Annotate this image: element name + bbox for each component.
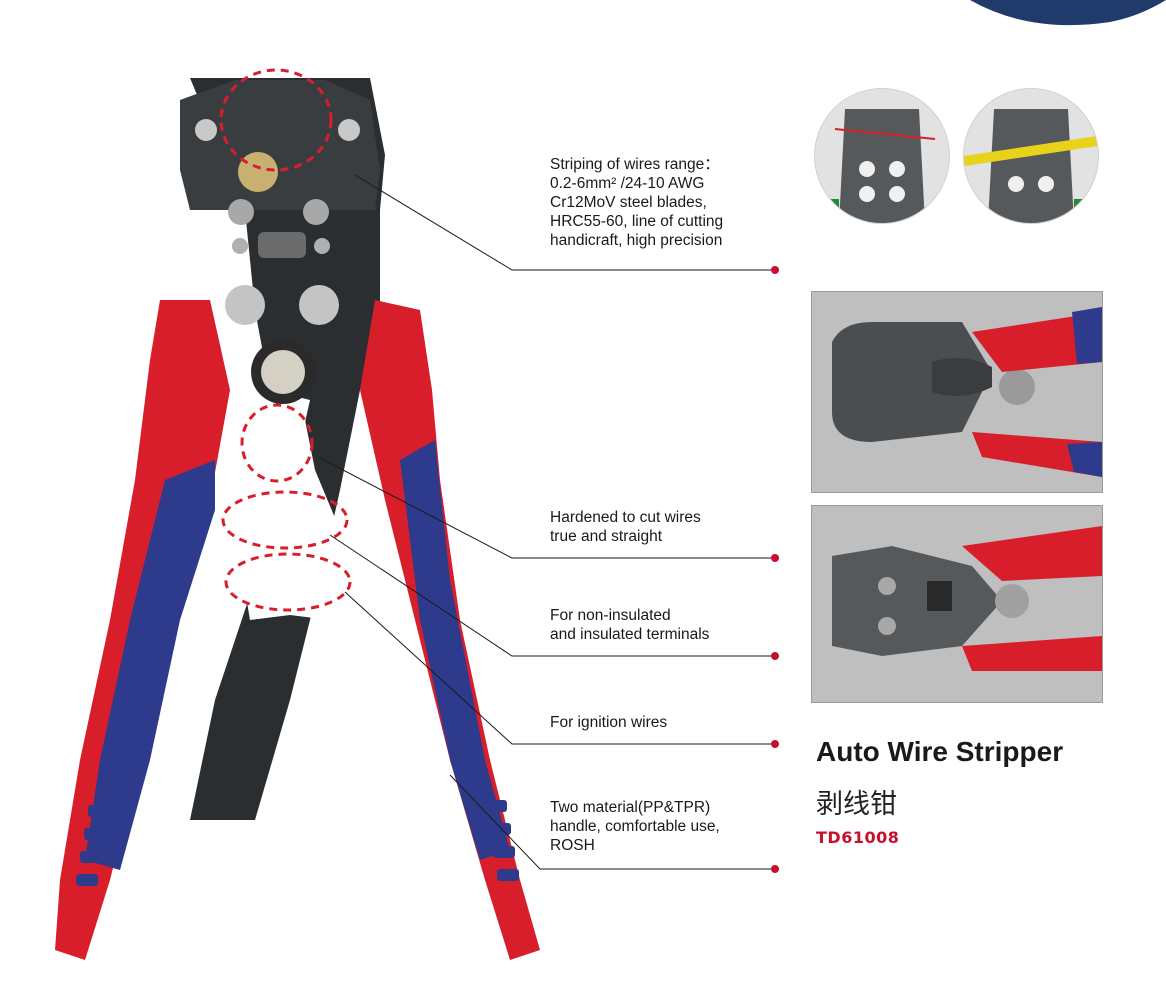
callout-line: ROSH (550, 837, 595, 854)
detail-photo-head-closed (811, 291, 1103, 493)
callout-line: For ignition wires (550, 714, 668, 731)
detail-photo-head-open (811, 505, 1103, 703)
product-model-number: TD61008 (816, 828, 900, 847)
callout-line: 0.2-6mm² /24-10 AWG (550, 175, 705, 192)
callout-handle: Two material(PP&TPR) handle, comfortable… (550, 798, 720, 855)
callout-line: true and straight (550, 528, 663, 545)
detail-photo-wire-in-jaws (963, 88, 1099, 224)
callout-line: and insulated terminals (550, 626, 710, 643)
callout-line: Striping of wires range： (550, 156, 720, 173)
callout-terminals: For non-insulated and insulated terminal… (550, 606, 709, 644)
callout-line: Cr12MoV steel blades, (550, 194, 707, 211)
corner-arc-decoration (970, 0, 1166, 26)
callout-line: HRC55-60, line of cutting (550, 213, 724, 230)
product-subtitle-chinese: 剥线钳 (816, 789, 897, 820)
callout-line: Two material(PP&TPR) (550, 799, 711, 816)
callout-blades: Striping of wires range： 0.2-6mm² /24-10… (550, 155, 723, 250)
callout-cutter: Hardened to cut wires true and straight (550, 508, 701, 546)
callout-line: Hardened to cut wires (550, 509, 701, 526)
callout-dot (771, 554, 779, 562)
callout-ignition: For ignition wires (550, 713, 667, 732)
wire-stripper-illustration (55, 68, 540, 960)
callout-line: For non-insulated (550, 607, 671, 624)
callout-dot (771, 266, 779, 274)
callout-dot (771, 652, 779, 660)
detail-photo-stripping-jaws (814, 88, 950, 224)
callout-line: handle, comfortable use, (550, 818, 720, 835)
callout-line: handicraft, high precision (550, 232, 723, 249)
callout-dot (771, 865, 779, 873)
product-title: Auto Wire Stripper (816, 736, 1064, 767)
callout-dot (771, 740, 779, 748)
